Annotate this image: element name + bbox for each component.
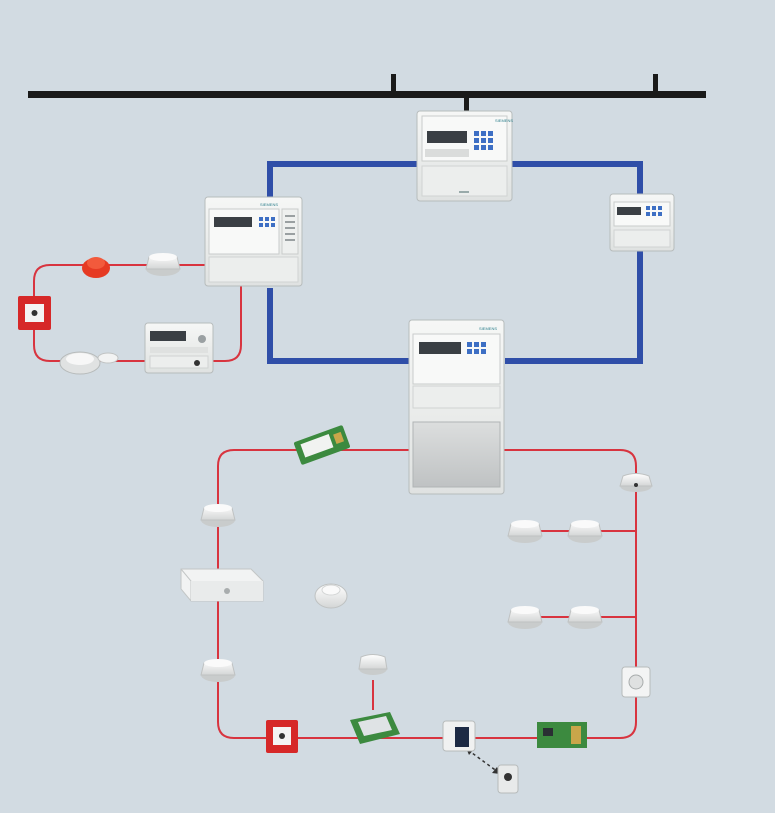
fire-control-panel-main[interactable]: SIEMENS	[416, 110, 513, 202]
bus-stub-right	[653, 74, 658, 94]
bus-stub-left	[391, 74, 396, 94]
interface-module-icon[interactable]	[350, 712, 400, 744]
display-screen	[617, 207, 641, 215]
brand-logo: SIEMENS	[260, 202, 278, 207]
extension-housing	[412, 421, 501, 488]
fire-control-panel-right[interactable]	[609, 193, 675, 252]
smoke-detector-icon	[507, 520, 543, 543]
smoke-detector-icon	[97, 352, 119, 364]
interface-module-icon[interactable]	[442, 720, 476, 752]
display-screen	[427, 131, 467, 143]
manual-call-point-icon[interactable]	[18, 296, 51, 330]
wireless-link	[467, 749, 499, 773]
keypad[interactable]	[259, 217, 275, 227]
smoke-detector-icon	[314, 583, 348, 609]
network-link-right-bottom	[505, 250, 643, 364]
flash-light-icon	[621, 666, 651, 698]
smoke-detector-icon	[200, 504, 236, 527]
display-screen	[150, 331, 186, 341]
display-screen	[214, 217, 252, 227]
network-link-top-right	[512, 161, 643, 196]
fire-control-panel-left[interactable]: SIEMENS	[204, 196, 303, 287]
smoke-detector-icon	[567, 606, 603, 629]
smoke-detector-icon	[145, 253, 181, 276]
display-screen	[419, 342, 461, 354]
smoke-detector-icon	[200, 659, 236, 682]
smoke-detector-icon	[59, 351, 101, 375]
bus-line	[28, 91, 706, 98]
system-bus	[28, 74, 706, 112]
manual-call-point-icon[interactable]	[266, 720, 298, 753]
keypad[interactable]	[467, 342, 486, 354]
alarm-sounder-icon	[82, 257, 110, 278]
keypad[interactable]	[646, 206, 662, 216]
brand-logo: SIEMENS	[495, 118, 513, 123]
brand-logo: SIEMENS	[479, 326, 497, 331]
wireless-detector-icon	[497, 764, 519, 794]
keypad[interactable]	[474, 131, 493, 150]
wireless-gateway-icon[interactable]	[293, 425, 350, 465]
smoke-detector-icon	[567, 520, 603, 543]
smoke-detector-icon	[619, 473, 653, 492]
fire-control-panel-extended[interactable]: SIEMENS	[408, 319, 505, 495]
bus-drop-to-main-panel	[464, 96, 469, 112]
remote-terminal-icon[interactable]	[144, 322, 214, 374]
flash-light-icon	[180, 568, 264, 602]
interface-module-icon[interactable]	[537, 722, 587, 748]
panel-network-ring	[267, 161, 643, 364]
smoke-detector-icon	[358, 654, 388, 675]
network-link-left-bottom	[267, 288, 411, 364]
smoke-detector-icon	[507, 606, 543, 629]
